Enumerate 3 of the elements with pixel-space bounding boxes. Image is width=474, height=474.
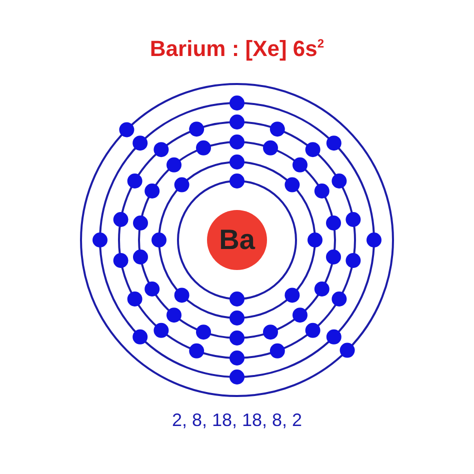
- title: Barium : [Xe] 6s$^{2}$: [148, 36, 326, 62]
- element-symbol: Ba: [219, 224, 255, 256]
- shell-counts: 2, 8, 18, 18, 8, 2: [172, 410, 302, 430]
